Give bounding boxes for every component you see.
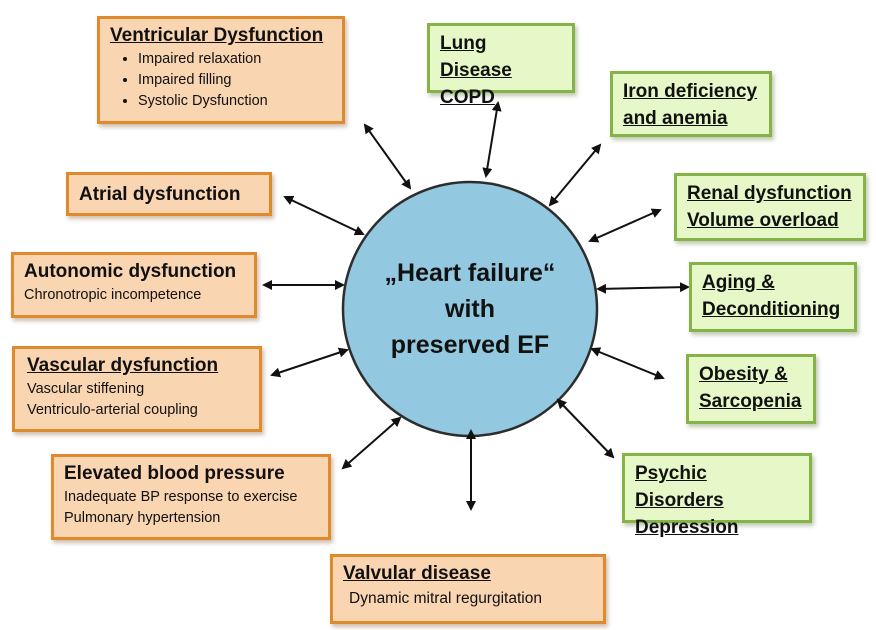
box-autonomic-dysfunction: Autonomic dysfunction Chronotropic incom… (11, 252, 257, 318)
arrow-blood-pressure (341, 416, 402, 470)
center-line-2: with (445, 295, 495, 323)
valvular-line-1: Dynamic mitral regurgitation (349, 590, 542, 607)
psychic-line-1: Psychic Disorders (635, 463, 724, 511)
box-vascular-dysfunction: Vascular dysfunction Vascular stiffening… (12, 346, 262, 432)
iron-line-2: and anemia (623, 108, 728, 129)
arrow-renal (588, 208, 662, 243)
arrow-obesity (590, 347, 665, 380)
atrial-title: Atrial dysfunction (79, 184, 241, 205)
box-lung-disease: Lung Disease COPD (427, 23, 575, 108)
box-renal-dysfunction: Renal dysfunction Volume overload (674, 173, 866, 241)
renal-line-2: Volume overload (687, 210, 839, 231)
psychic-line-2: Depression (635, 517, 739, 538)
blood-pressure-title: Elevated blood pressure (64, 463, 285, 484)
ventricular-bullet-1: Impaired relaxation (138, 49, 332, 70)
box-elevated-blood-pressure: Elevated blood pressure Inadequate BP re… (51, 454, 331, 540)
center-line-1: „Heart failure“ (384, 259, 556, 287)
ventricular-title: Ventricular Dysfunction (110, 25, 324, 46)
box-psychic-disorders: Psychic Disorders Depression (622, 453, 812, 538)
box-aging: Aging & Deconditioning (689, 262, 857, 332)
box-atrial-dysfunction: Atrial dysfunction (66, 172, 272, 216)
aging-line-2: Deconditioning (702, 299, 841, 320)
ventricular-bullet-2: Impaired filling (138, 70, 332, 91)
arrow-vascular (270, 347, 349, 378)
lung-line-2: COPD (440, 87, 495, 108)
lung-line-1: Lung Disease (440, 33, 512, 81)
autonomic-title: Autonomic dysfunction (24, 261, 237, 282)
arrow-iron (548, 143, 602, 207)
box-valvular-disease: Valvular disease Dynamic mitral regurgit… (330, 554, 606, 624)
box-iron-deficiency: Iron deficiency and anemia (610, 71, 772, 137)
iron-line-1: Iron deficiency (623, 81, 758, 102)
obesity-line-2: Sarcopenia (699, 391, 802, 412)
vascular-line-2: Ventriculo-arterial coupling (27, 402, 198, 418)
arrow-ventricular (363, 123, 412, 190)
arrow-aging (596, 282, 690, 294)
center-line-3: preserved EF (390, 331, 550, 359)
autonomic-line-1: Chronotropic incompetence (24, 287, 202, 303)
arrow-lung (482, 101, 502, 178)
arrow-psychic (556, 398, 615, 459)
ventricular-bullet-3: Systolic Dysfunction (138, 91, 332, 112)
box-obesity: Obesity & Sarcopenia (686, 354, 816, 424)
valvular-title: Valvular disease (343, 563, 491, 584)
center-label: „Heart failure“ with preserved EF (343, 182, 597, 436)
obesity-line-1: Obesity & (699, 364, 788, 385)
arrow-atrial (283, 195, 365, 236)
aging-line-1: Aging & (702, 272, 775, 293)
blood-pressure-line-1: Inadequate BP response to exercise (64, 489, 298, 505)
box-ventricular-dysfunction: Ventricular Dysfunction Impaired relaxat… (97, 16, 345, 124)
ventricular-bullets: Impaired relaxation Impaired filling Sys… (110, 49, 332, 112)
vascular-title: Vascular dysfunction (27, 355, 219, 376)
blood-pressure-line-2: Pulmonary hypertension (64, 510, 221, 526)
vascular-line-1: Vascular stiffening (27, 381, 145, 397)
renal-line-1: Renal dysfunction (687, 183, 852, 204)
